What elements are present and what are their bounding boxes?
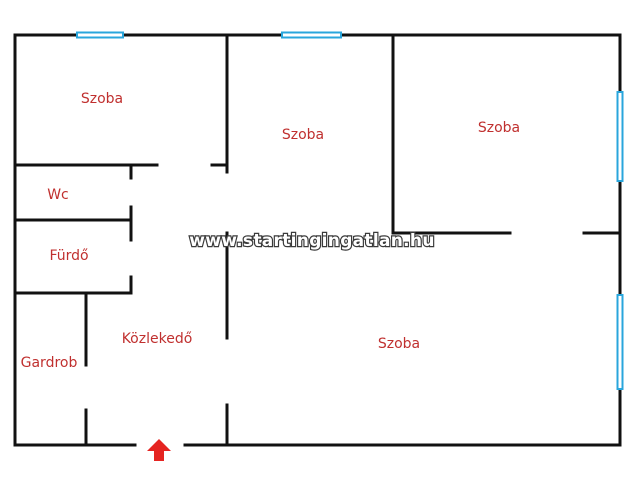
windows xyxy=(76,31,624,390)
room-label-wardrobe: Gardrob xyxy=(21,355,78,371)
window xyxy=(616,91,624,182)
room-label-top-left: Szoba xyxy=(81,91,123,107)
room-labels: Szoba Szoba Szoba Wc Fürdő Gardrob Közle… xyxy=(21,91,521,371)
room-label-top-right: Szoba xyxy=(478,120,520,136)
entrance-arrow-icon xyxy=(147,439,171,461)
room-label-hallway: Közlekedő xyxy=(122,331,193,347)
room-label-bath: Fürdő xyxy=(49,248,88,264)
room-label-top-middle: Szoba xyxy=(282,127,324,143)
watermark-text: www.startingingatlan.hu xyxy=(189,231,434,251)
window xyxy=(281,31,342,39)
room-label-wc: Wc xyxy=(47,187,69,203)
room-label-large: Szoba xyxy=(378,336,420,352)
window xyxy=(616,294,624,390)
window xyxy=(76,31,124,39)
